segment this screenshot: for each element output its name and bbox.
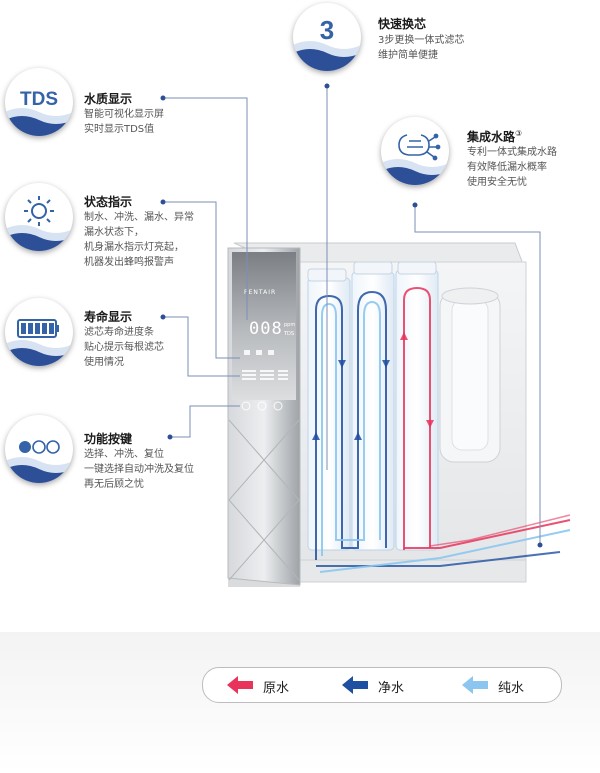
- three-dots-icon: [5, 415, 73, 483]
- number-3-icon: 3: [293, 3, 361, 71]
- svg-text:TDS: TDS: [20, 89, 58, 110]
- footnote-marker: ③: [515, 129, 523, 138]
- device-display-unit-top: ppm: [284, 322, 296, 328]
- device-tds-display: 008: [249, 319, 283, 339]
- tds-icon: TDS: [5, 68, 73, 136]
- legend-label-pure-water: 纯水: [498, 681, 525, 696]
- sun-icon: [5, 183, 73, 251]
- purified-water-arrow-icon: [342, 676, 368, 694]
- feature-desc-function-keys: 选择、冲洗、复位 一键选择自动冲洗及复位 再无后顾之忧: [84, 449, 194, 490]
- device-display-unit-bottom: TDS: [284, 331, 295, 337]
- pure-water-arrow-icon: [462, 676, 488, 694]
- legend-label-raw-water: 原水: [263, 681, 290, 696]
- raw-water-arrow-icon: [227, 676, 253, 694]
- feature-title-filter-life: 寿命显示: [84, 310, 133, 324]
- feature-title-function-keys: 功能按键: [84, 432, 133, 446]
- feature-desc-integrated-waterway: 专利一体式集成水路 有效降低漏水概率 使用安全无忧: [467, 147, 557, 188]
- feature-desc-filter-life: 滤芯寿命进度条 贴心提示每根滤芯 使用情况: [84, 327, 164, 368]
- battery-icon: [5, 298, 73, 366]
- feature-desc-quick-swap: 3步更换一体式滤芯 维护简单便捷: [378, 35, 465, 61]
- legend-label-purified-water: 净水: [378, 681, 405, 696]
- device-brand: PENTAIR: [244, 289, 277, 296]
- svg-text:3: 3: [320, 15, 334, 45]
- feature-title-status: 状态指示: [84, 195, 133, 209]
- feature-title-quick-swap: 快速换芯: [378, 17, 427, 31]
- circuit-icon: [381, 117, 449, 185]
- feature-title-integrated-waterway: 集成水路③: [467, 129, 523, 144]
- feature-title-water-quality: 水质显示: [84, 92, 133, 106]
- flow-legend: 原水 净水 纯水: [202, 667, 562, 703]
- feature-desc-status: 制水、冲洗、漏水、异常 漏水状态下， 机身漏水指示灯亮起， 机器发出蜂鸣报警声: [84, 212, 194, 268]
- feature-desc-water-quality: 智能可视化显示屏 实时显示TDS值: [84, 109, 164, 135]
